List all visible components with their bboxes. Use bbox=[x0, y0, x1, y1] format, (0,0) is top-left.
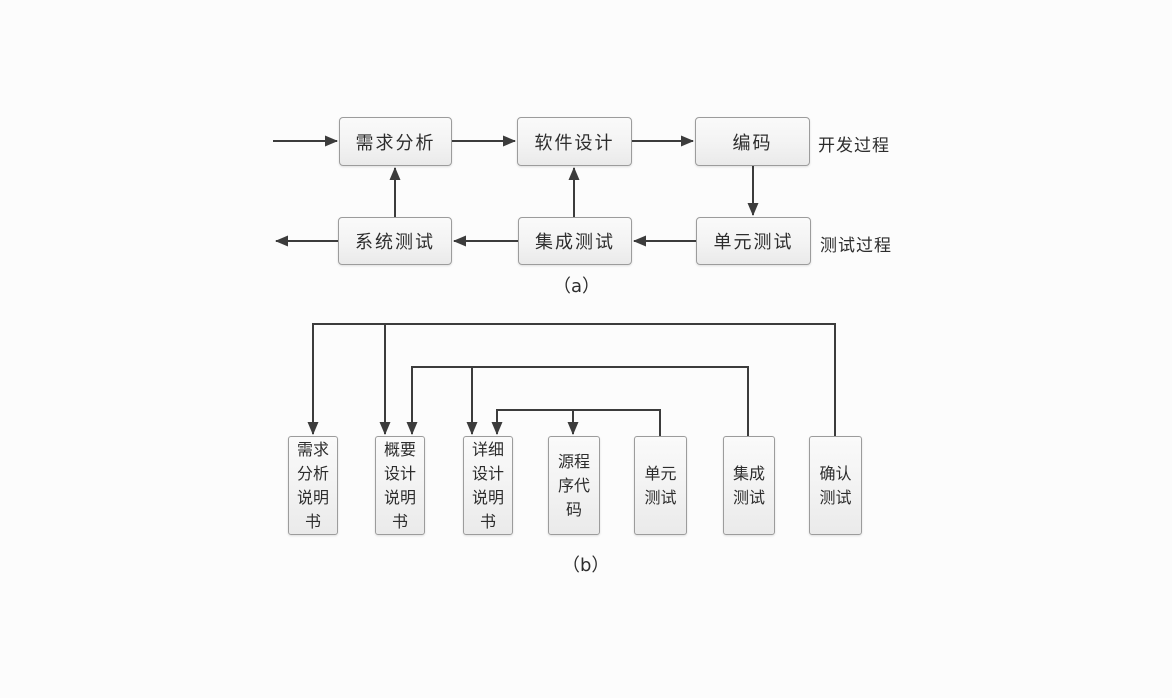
box-requirements-spec-label: 需求分析说明书 bbox=[297, 439, 330, 531]
box-requirements-analysis: 需求分析 bbox=[339, 117, 452, 166]
testing-process-label: 测试过程 bbox=[820, 236, 892, 256]
development-process-label: 开发过程 bbox=[818, 136, 890, 156]
connector-integration-to-outline-spec bbox=[406, 366, 749, 436]
box-software-design: 软件设计 bbox=[517, 117, 632, 166]
box-requirements-spec: 需求分析说明书 bbox=[288, 436, 338, 535]
box-coding-label: 编码 bbox=[732, 132, 773, 154]
box-unit-test-doc: 单元测试 bbox=[634, 436, 687, 535]
caption-a: （a） bbox=[553, 276, 601, 297]
box-unit-testing: 单元测试 bbox=[696, 217, 811, 265]
box-integration-test-doc: 集成测试 bbox=[723, 436, 775, 535]
box-system-testing-label: 系统测试 bbox=[355, 232, 435, 253]
box-software-design-label: 软件设计 bbox=[534, 132, 615, 154]
connector-unit-to-detailed-spec bbox=[491, 409, 661, 436]
box-acceptance-test: 确认测试 bbox=[809, 436, 862, 535]
box-detailed-design-spec-label: 详细设计说明书 bbox=[472, 439, 505, 531]
box-source-code-label: 源程序代码 bbox=[558, 451, 591, 519]
box-source-code: 源程序代码 bbox=[548, 436, 600, 535]
box-unit-testing-label: 单元测试 bbox=[713, 232, 794, 253]
box-system-testing: 系统测试 bbox=[338, 217, 452, 265]
box-integration-testing-label: 集成测试 bbox=[535, 232, 615, 253]
connector-acceptance-to-requirements-spec bbox=[307, 323, 836, 436]
caption-b: （b） bbox=[562, 555, 610, 576]
box-unit-test-doc-label: 单元测试 bbox=[644, 463, 677, 507]
box-outline-design-spec: 概要设计说明书 bbox=[375, 436, 425, 535]
box-detailed-design-spec: 详细设计说明书 bbox=[463, 436, 513, 535]
box-acceptance-test-label: 确认测试 bbox=[819, 463, 852, 507]
box-coding: 编码 bbox=[695, 117, 810, 166]
box-outline-design-spec-label: 概要设计说明书 bbox=[384, 439, 417, 531]
box-integration-testing: 集成测试 bbox=[518, 217, 632, 265]
box-requirements-analysis-label: 需求分析 bbox=[355, 132, 436, 154]
box-integration-test-doc-label: 集成测试 bbox=[733, 463, 766, 507]
